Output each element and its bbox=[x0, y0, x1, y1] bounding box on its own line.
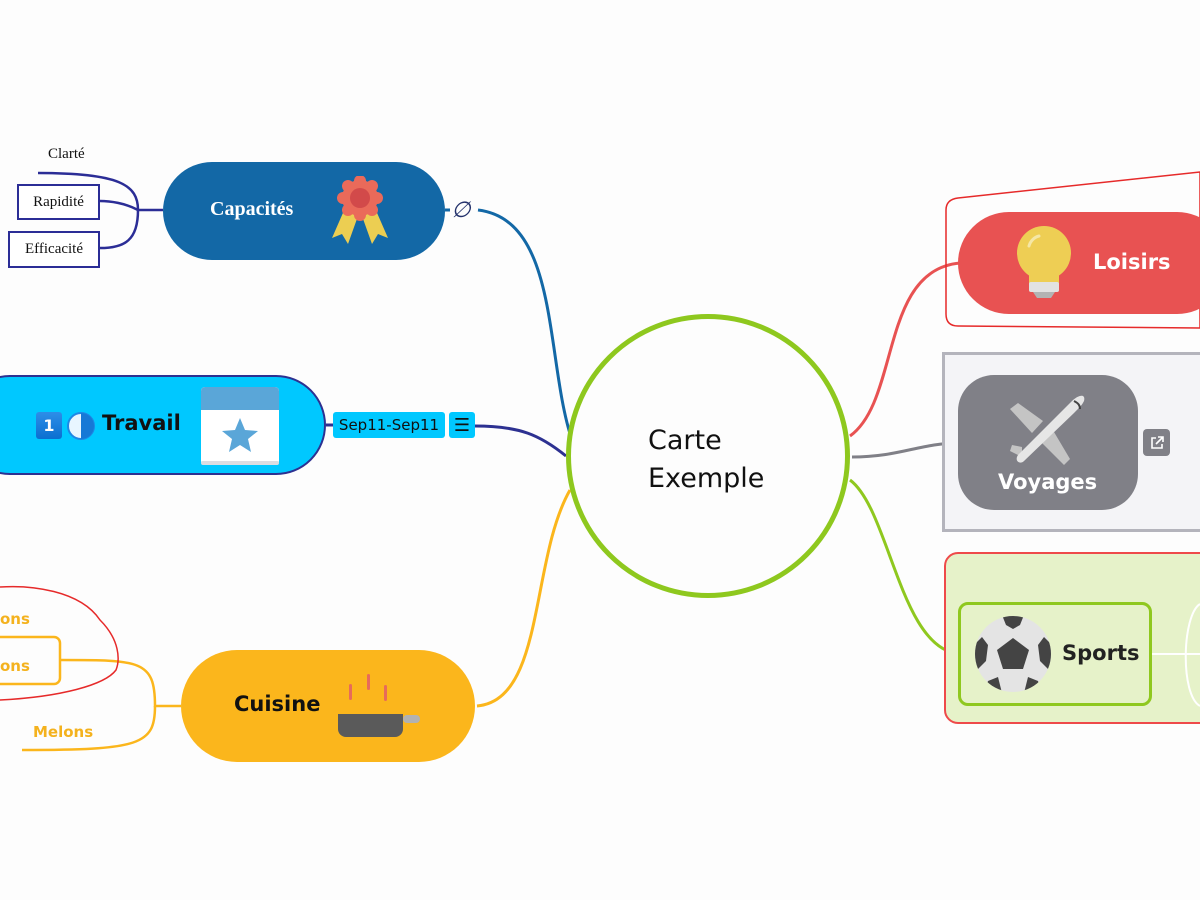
connector-cuisine bbox=[476, 489, 572, 708]
subtopic-rapidite-label: Rapidité bbox=[33, 193, 84, 210]
link-icon[interactable]: ∅ bbox=[451, 197, 471, 222]
airplane-icon bbox=[1010, 395, 1085, 465]
subtopic-efficacite-label: Efficacité bbox=[24, 241, 83, 257]
boundary-loisirs bbox=[945, 171, 1200, 329]
topic-capacites-label: Capacités bbox=[210, 198, 294, 220]
notes-icon[interactable]: ☰ bbox=[449, 412, 475, 438]
date-range-label: Sep11-Sep11 bbox=[338, 416, 440, 434]
topic-voyages-label: Voyages bbox=[998, 470, 1098, 494]
central-topic-line2: Exemple bbox=[648, 463, 765, 494]
external-link-icon[interactable] bbox=[1143, 429, 1170, 456]
priority-icon: 1 bbox=[36, 412, 62, 439]
sports-child-edge bbox=[1152, 603, 1200, 707]
subtopic-rapidite[interactable]: Rapidité bbox=[17, 184, 100, 220]
central-topic-label: Carte Exemple bbox=[648, 422, 764, 498]
topic-sports-label: Sports bbox=[1062, 641, 1140, 665]
connector-loisirs bbox=[849, 261, 961, 438]
connector-sub-cuisine-1 bbox=[59, 658, 181, 708]
half-progress-icon bbox=[67, 412, 95, 440]
connector-sub-cuisine-3 bbox=[21, 705, 157, 752]
frying-pan-icon bbox=[338, 674, 420, 737]
connector-capacites bbox=[477, 208, 574, 441]
boundary-cuisine bbox=[0, 585, 119, 701]
date-range-chip[interactable]: Sep11-Sep11 bbox=[333, 412, 445, 438]
connector-sub-rapidite bbox=[99, 199, 139, 212]
priority-label: 1 bbox=[43, 416, 55, 435]
connector-sub-efficacite bbox=[99, 209, 140, 250]
connector-sub-clarte bbox=[37, 171, 163, 212]
external-link-glyph bbox=[1150, 435, 1164, 449]
topic-capacites[interactable] bbox=[163, 162, 445, 260]
notes-glyph: ☰ bbox=[453, 414, 471, 436]
topic-cuisine-label: Cuisine bbox=[234, 692, 321, 716]
subtopic-clarte[interactable]: Clarté bbox=[48, 146, 85, 162]
topic-loisirs[interactable] bbox=[958, 212, 1200, 314]
subtopic-box-cuisine-2 bbox=[0, 635, 62, 686]
lightbulb-icon bbox=[1017, 226, 1071, 298]
soccer-ball-icon bbox=[975, 616, 1051, 692]
award-ribbon-icon bbox=[332, 176, 388, 244]
topic-loisirs-label: Loisirs bbox=[1093, 250, 1171, 274]
subtopic-melons[interactable]: Melons bbox=[33, 723, 94, 741]
connector-sports bbox=[849, 478, 961, 656]
subtopic-efficacite[interactable]: Efficacité bbox=[8, 231, 100, 268]
topic-travail-label: Travail bbox=[102, 411, 181, 435]
subtopic-cuisine-2[interactable]: ons bbox=[0, 657, 30, 675]
calendar-star-icon bbox=[201, 387, 279, 465]
central-topic[interactable] bbox=[566, 314, 850, 598]
subtopic-cuisine-1[interactable]: ons bbox=[0, 610, 30, 628]
central-topic-line1: Carte bbox=[648, 425, 722, 456]
connector-travail bbox=[474, 424, 567, 458]
topic-cuisine[interactable] bbox=[181, 650, 475, 762]
